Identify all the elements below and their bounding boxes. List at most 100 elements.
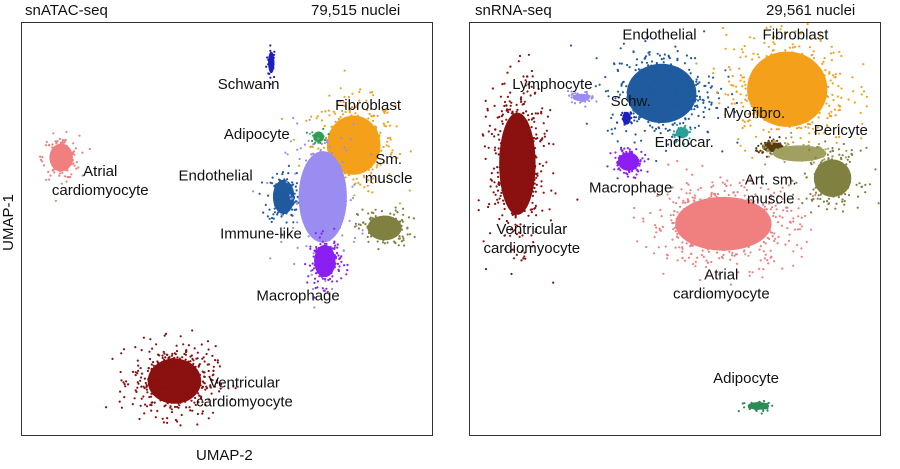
point xyxy=(145,384,148,387)
point xyxy=(344,152,347,155)
point xyxy=(745,208,749,211)
point xyxy=(493,181,496,184)
point xyxy=(820,183,823,186)
point xyxy=(281,205,284,208)
point xyxy=(176,384,179,387)
point xyxy=(787,143,790,146)
point xyxy=(766,114,769,117)
point xyxy=(322,135,325,138)
point xyxy=(735,253,738,256)
point xyxy=(60,145,63,148)
point xyxy=(737,410,740,413)
point xyxy=(529,94,532,97)
point xyxy=(158,384,161,387)
point xyxy=(402,237,405,240)
point xyxy=(694,105,697,108)
point xyxy=(707,75,710,78)
point xyxy=(817,205,820,208)
point xyxy=(515,115,518,118)
point xyxy=(367,179,370,182)
point xyxy=(501,177,504,180)
cluster-adipocyte xyxy=(305,127,330,145)
point xyxy=(74,147,77,150)
point xyxy=(825,208,829,211)
point xyxy=(814,147,817,150)
point xyxy=(123,396,126,399)
cluster-label-line: Adipocyte xyxy=(224,126,290,143)
point xyxy=(688,137,691,140)
point xyxy=(142,336,145,339)
point xyxy=(614,97,617,100)
point xyxy=(689,245,692,248)
point xyxy=(756,198,759,202)
point xyxy=(792,146,795,149)
point xyxy=(619,47,622,50)
point xyxy=(149,374,152,377)
point xyxy=(531,174,535,177)
point xyxy=(542,191,545,194)
point xyxy=(755,149,758,152)
point xyxy=(832,195,835,198)
point xyxy=(809,37,812,40)
point xyxy=(363,186,366,189)
point xyxy=(776,120,779,123)
point xyxy=(653,107,656,110)
point xyxy=(743,211,747,214)
point xyxy=(840,96,843,99)
point xyxy=(580,94,583,97)
point xyxy=(777,52,780,55)
point xyxy=(704,226,707,229)
point xyxy=(216,381,219,384)
point xyxy=(763,208,766,211)
point xyxy=(308,264,312,267)
point xyxy=(811,113,815,116)
cluster-label-line: Lymphocyte xyxy=(512,76,592,93)
point xyxy=(847,186,850,189)
point xyxy=(728,80,731,83)
point xyxy=(757,210,760,213)
point xyxy=(308,132,312,135)
point xyxy=(359,223,362,226)
point xyxy=(398,221,401,224)
point xyxy=(534,91,537,94)
point xyxy=(63,175,67,178)
point xyxy=(487,146,490,149)
point xyxy=(865,95,868,98)
point xyxy=(72,162,75,165)
point xyxy=(782,69,785,72)
point xyxy=(661,85,664,88)
point xyxy=(792,65,795,68)
point xyxy=(316,182,319,185)
point xyxy=(503,104,506,108)
point xyxy=(791,72,794,75)
point xyxy=(570,101,574,104)
point xyxy=(514,189,517,192)
point xyxy=(484,115,487,118)
point xyxy=(391,149,394,152)
point xyxy=(768,144,771,147)
point xyxy=(496,171,499,174)
point xyxy=(806,23,809,26)
point xyxy=(648,51,651,54)
point xyxy=(57,158,60,161)
point xyxy=(302,203,305,206)
point xyxy=(142,385,145,388)
point xyxy=(355,146,358,149)
point xyxy=(71,158,74,162)
point xyxy=(777,142,780,145)
point xyxy=(178,380,181,383)
point xyxy=(336,262,340,265)
point xyxy=(851,76,854,79)
point xyxy=(514,146,517,149)
point xyxy=(728,230,731,234)
point xyxy=(326,273,329,276)
point xyxy=(808,46,812,49)
point xyxy=(818,100,821,103)
point xyxy=(503,234,506,237)
point xyxy=(329,255,332,258)
point xyxy=(328,258,331,261)
point xyxy=(692,211,695,214)
point xyxy=(797,215,800,218)
point xyxy=(604,90,607,93)
point xyxy=(356,137,359,140)
